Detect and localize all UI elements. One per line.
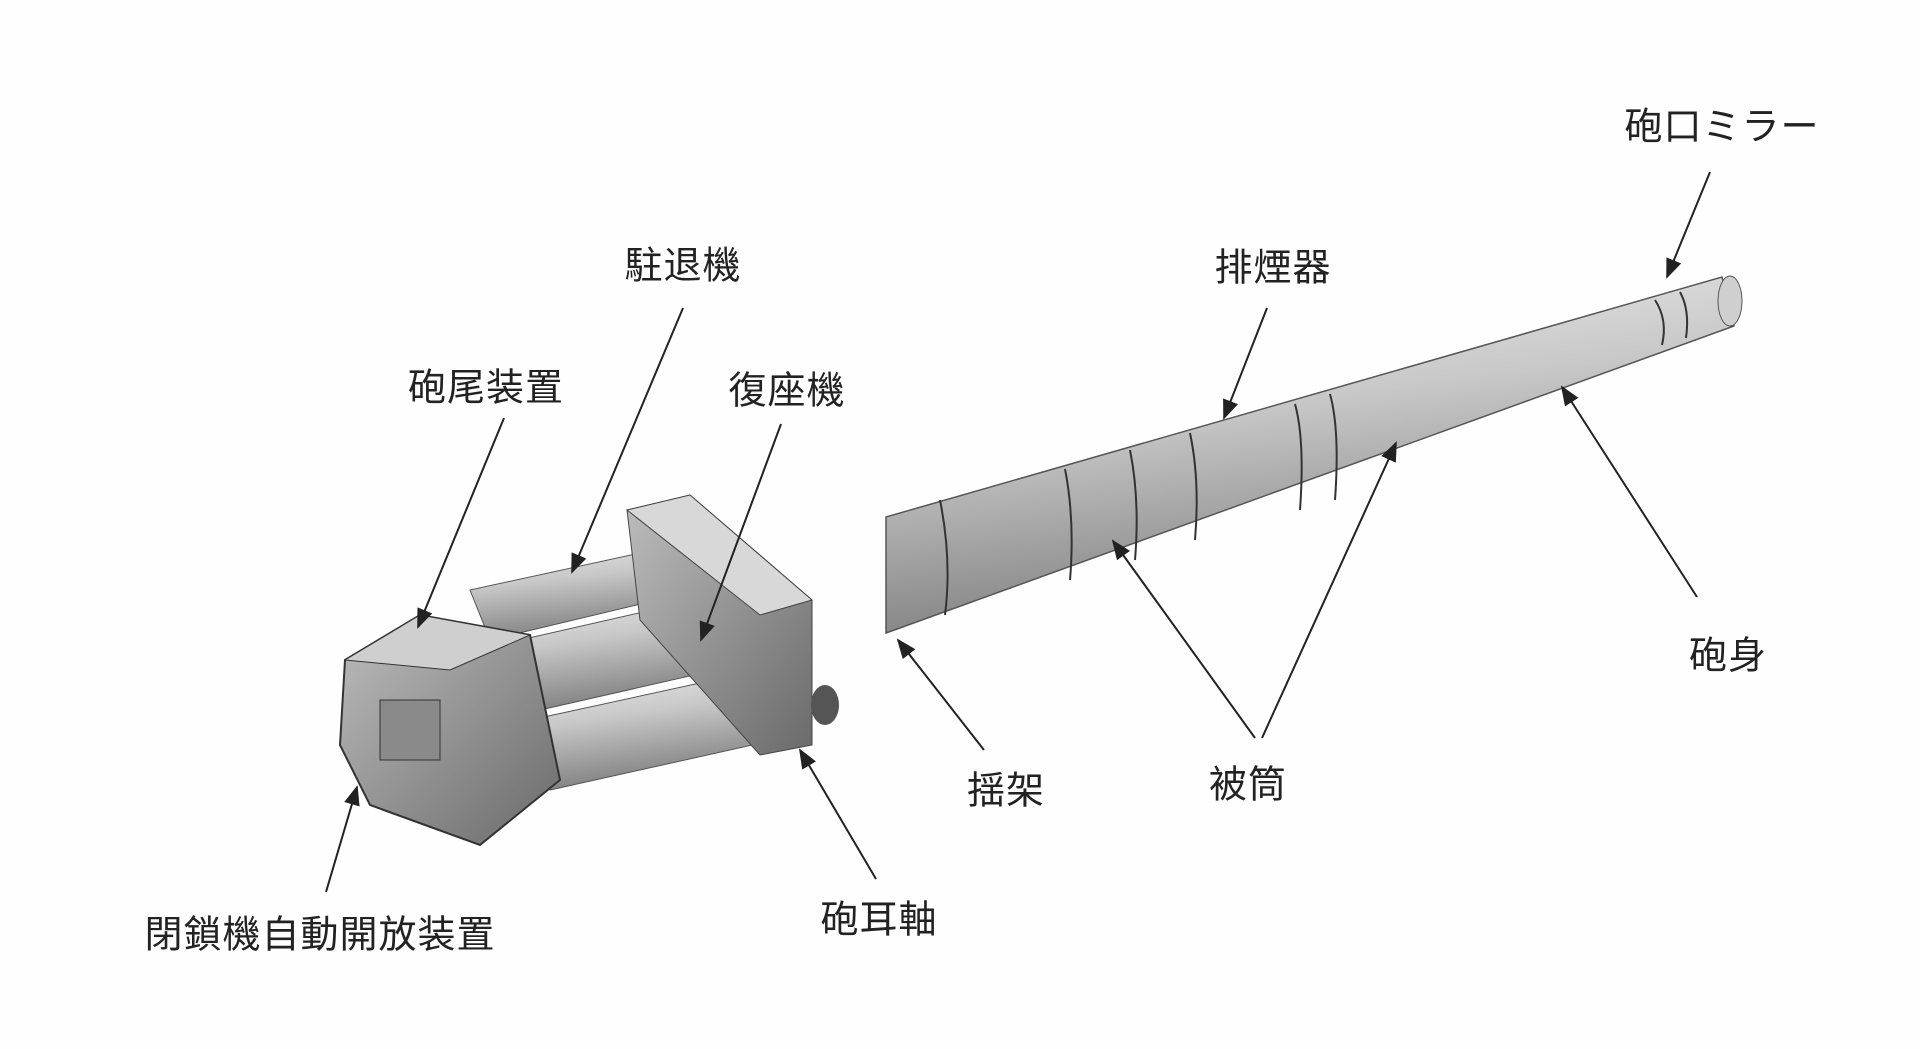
label-bore-evacuator: 排煙器 <box>1214 245 1332 290</box>
label-barrel: 砲身 <box>1688 633 1768 678</box>
barrel <box>885 275 1743 635</box>
leader-lines <box>325 171 1711 893</box>
label-breech-auto-opener: 閉鎖機自動開放装置 <box>144 912 496 957</box>
label-jacket: 被筒 <box>1208 762 1288 807</box>
label-muzzle-mirror: 砲口ミラー <box>1624 104 1820 149</box>
label-trunnion: 砲耳軸 <box>820 897 938 942</box>
cradle-block <box>625 494 839 756</box>
label-breech-mechanism: 砲尾装置 <box>407 365 565 410</box>
breech <box>338 613 562 847</box>
label-recuperator: 復座機 <box>728 368 846 413</box>
label-cradle: 揺架 <box>966 768 1046 813</box>
label-recoil-brake: 駐退機 <box>624 243 742 288</box>
